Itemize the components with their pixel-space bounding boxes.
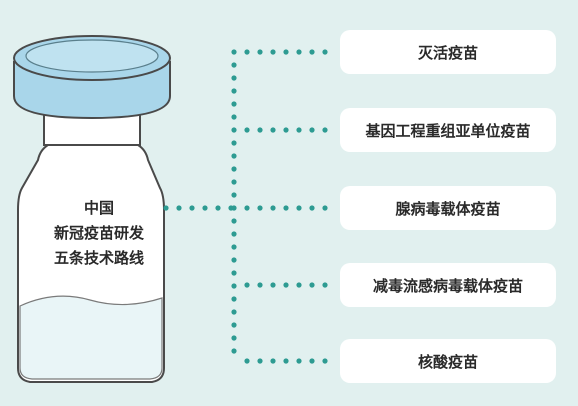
connector-dot: [202, 205, 208, 211]
connector-dot: [257, 282, 263, 288]
route-label: 基因工程重组亚单位疫苗: [365, 121, 531, 140]
route-box-adenovirus-vector: 腺病毒载体疫苗: [340, 186, 556, 230]
connector-dot: [322, 205, 328, 211]
route-box-attenuated-influenza-vector: 减毒流感病毒载体疫苗: [340, 263, 556, 307]
connector-dot: [296, 127, 302, 133]
connector-dot: [270, 205, 276, 211]
route-box-nucleic-acid: 核酸疫苗: [340, 339, 556, 383]
connector-dot: [231, 244, 237, 250]
connector-dot: [322, 127, 328, 133]
connector-dot: [228, 205, 234, 211]
connector-dot: [257, 127, 263, 133]
connector-dot: [231, 257, 237, 263]
connector-dot: [231, 140, 237, 146]
connector-dot: [309, 49, 315, 55]
connector-dot: [231, 101, 237, 107]
route-label: 灭活疫苗: [417, 43, 478, 62]
connector-dot: [283, 49, 289, 55]
connector-dot: [231, 270, 237, 276]
vial-label-line: 新冠疫苗研发: [53, 224, 144, 242]
connector-dot: [244, 49, 250, 55]
connector-dot: [257, 49, 263, 55]
connector-dot: [309, 358, 315, 364]
vial-label-line: 中国: [83, 199, 114, 217]
connector-dot: [296, 205, 302, 211]
connector-dot: [231, 192, 237, 198]
connector-dot: [231, 127, 237, 133]
route-label: 腺病毒载体疫苗: [395, 199, 501, 218]
connector-dot: [322, 282, 328, 288]
route-label: 核酸疫苗: [417, 352, 478, 371]
connector-dot: [257, 205, 263, 211]
route-box-inactivated: 灭活疫苗: [340, 30, 556, 74]
connector-dot: [231, 309, 237, 315]
connector-dot: [231, 218, 237, 224]
connector-dot: [189, 205, 195, 211]
connector-dot: [270, 127, 276, 133]
connector-dot: [309, 282, 315, 288]
connector-dot: [283, 127, 289, 133]
route-label: 减毒流感病毒载体疫苗: [372, 276, 523, 295]
connector-dot: [231, 322, 237, 328]
vial-cap-inner: [25, 39, 159, 73]
connector-dot: [283, 282, 289, 288]
connector-dot: [215, 205, 221, 211]
connector-dot: [231, 348, 237, 354]
connector-dot: [296, 49, 302, 55]
connector-dot: [231, 296, 237, 302]
connector-dot: [270, 282, 276, 288]
connector-dot: [322, 358, 328, 364]
connector-dot: [283, 205, 289, 211]
connector-dot: [309, 205, 315, 211]
connector-dot: [163, 205, 169, 211]
connector-dot: [244, 205, 250, 211]
connector-dot: [231, 49, 237, 55]
connector-dot: [231, 75, 237, 81]
connector-dot: [176, 205, 182, 211]
connector-dot: [231, 88, 237, 94]
connector-dot: [257, 358, 263, 364]
vial-label-line: 五条技术路线: [53, 249, 144, 267]
vial-liquid: [19, 295, 163, 380]
connector-dot: [244, 282, 250, 288]
connector-dot: [309, 127, 315, 133]
connector-dot: [231, 153, 237, 159]
connector-dot: [296, 358, 302, 364]
connector-dot: [231, 231, 237, 237]
connector-dot: [296, 282, 302, 288]
connector-dot: [244, 358, 250, 364]
vial-label: 中国 新冠疫苗研发 五条技术路线: [24, 196, 174, 271]
connector-dots: [163, 49, 328, 364]
route-box-recombinant-subunit: 基因工程重组亚单位疫苗: [340, 108, 556, 152]
connector-dot: [244, 127, 250, 133]
connector-dot: [231, 114, 237, 120]
connector-dot: [231, 179, 237, 185]
connector-dot: [322, 49, 328, 55]
connector-dot: [270, 49, 276, 55]
connector-dot: [283, 358, 289, 364]
connector-dot: [231, 166, 237, 172]
connector-dot: [231, 335, 237, 341]
connector-dot: [270, 358, 276, 364]
connector-dot: [231, 283, 237, 289]
connector-dot: [231, 62, 237, 68]
